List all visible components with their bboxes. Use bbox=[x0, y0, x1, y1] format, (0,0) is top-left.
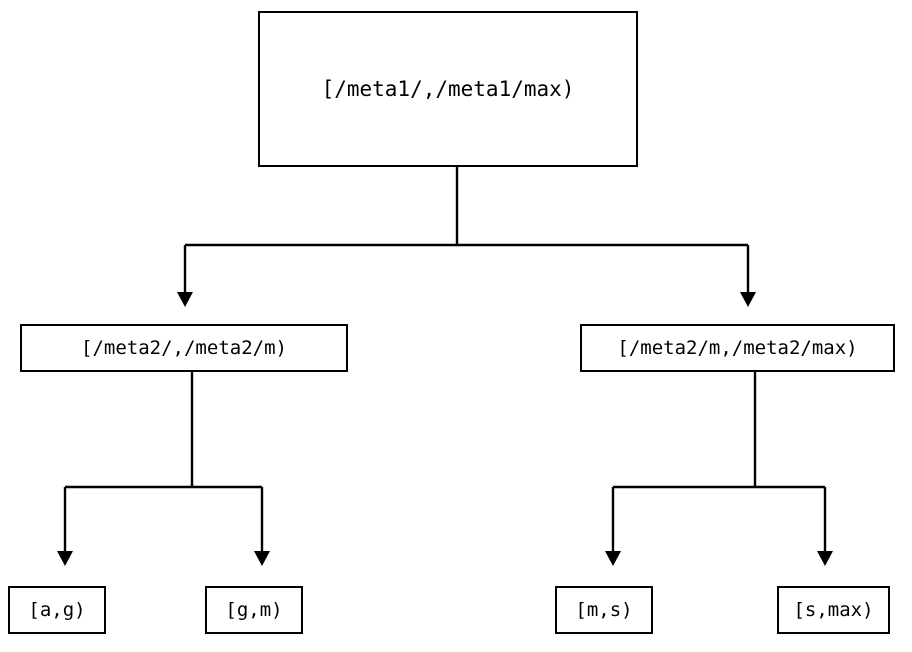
node-leaf-g-m[interactable]: [g,m) bbox=[205, 586, 303, 634]
node-meta2-upper[interactable]: [/meta2/m,/meta2/max) bbox=[580, 324, 895, 372]
arrowhead-leaf-3 bbox=[817, 551, 833, 566]
arrowhead-leaf-1 bbox=[254, 551, 270, 566]
node-meta2-upper-label: [/meta2/m,/meta2/max) bbox=[617, 337, 858, 359]
arrowhead-leaf-2 bbox=[605, 551, 621, 566]
node-meta2-lower[interactable]: [/meta2/,/meta2/m) bbox=[20, 324, 348, 372]
node-leaf-g-m-label: [g,m) bbox=[225, 599, 283, 621]
node-leaf-s-max[interactable]: [s,max) bbox=[777, 586, 890, 634]
node-root[interactable]: [/meta1/,/meta1/max) bbox=[258, 11, 638, 167]
node-leaf-m-s[interactable]: [m,s) bbox=[555, 586, 653, 634]
node-root-label: [/meta1/,/meta1/max) bbox=[321, 77, 575, 101]
node-leaf-a-g-label: [a,g) bbox=[28, 599, 86, 621]
node-leaf-s-max-label: [s,max) bbox=[793, 599, 874, 621]
arrowhead-mid-right bbox=[740, 292, 756, 307]
node-leaf-a-g[interactable]: [a,g) bbox=[8, 586, 106, 634]
node-leaf-m-s-label: [m,s) bbox=[575, 599, 633, 621]
arrowhead-leaf-0 bbox=[57, 551, 73, 566]
arrowhead-mid-left bbox=[177, 292, 193, 307]
node-meta2-lower-label: [/meta2/,/meta2/m) bbox=[81, 337, 287, 359]
